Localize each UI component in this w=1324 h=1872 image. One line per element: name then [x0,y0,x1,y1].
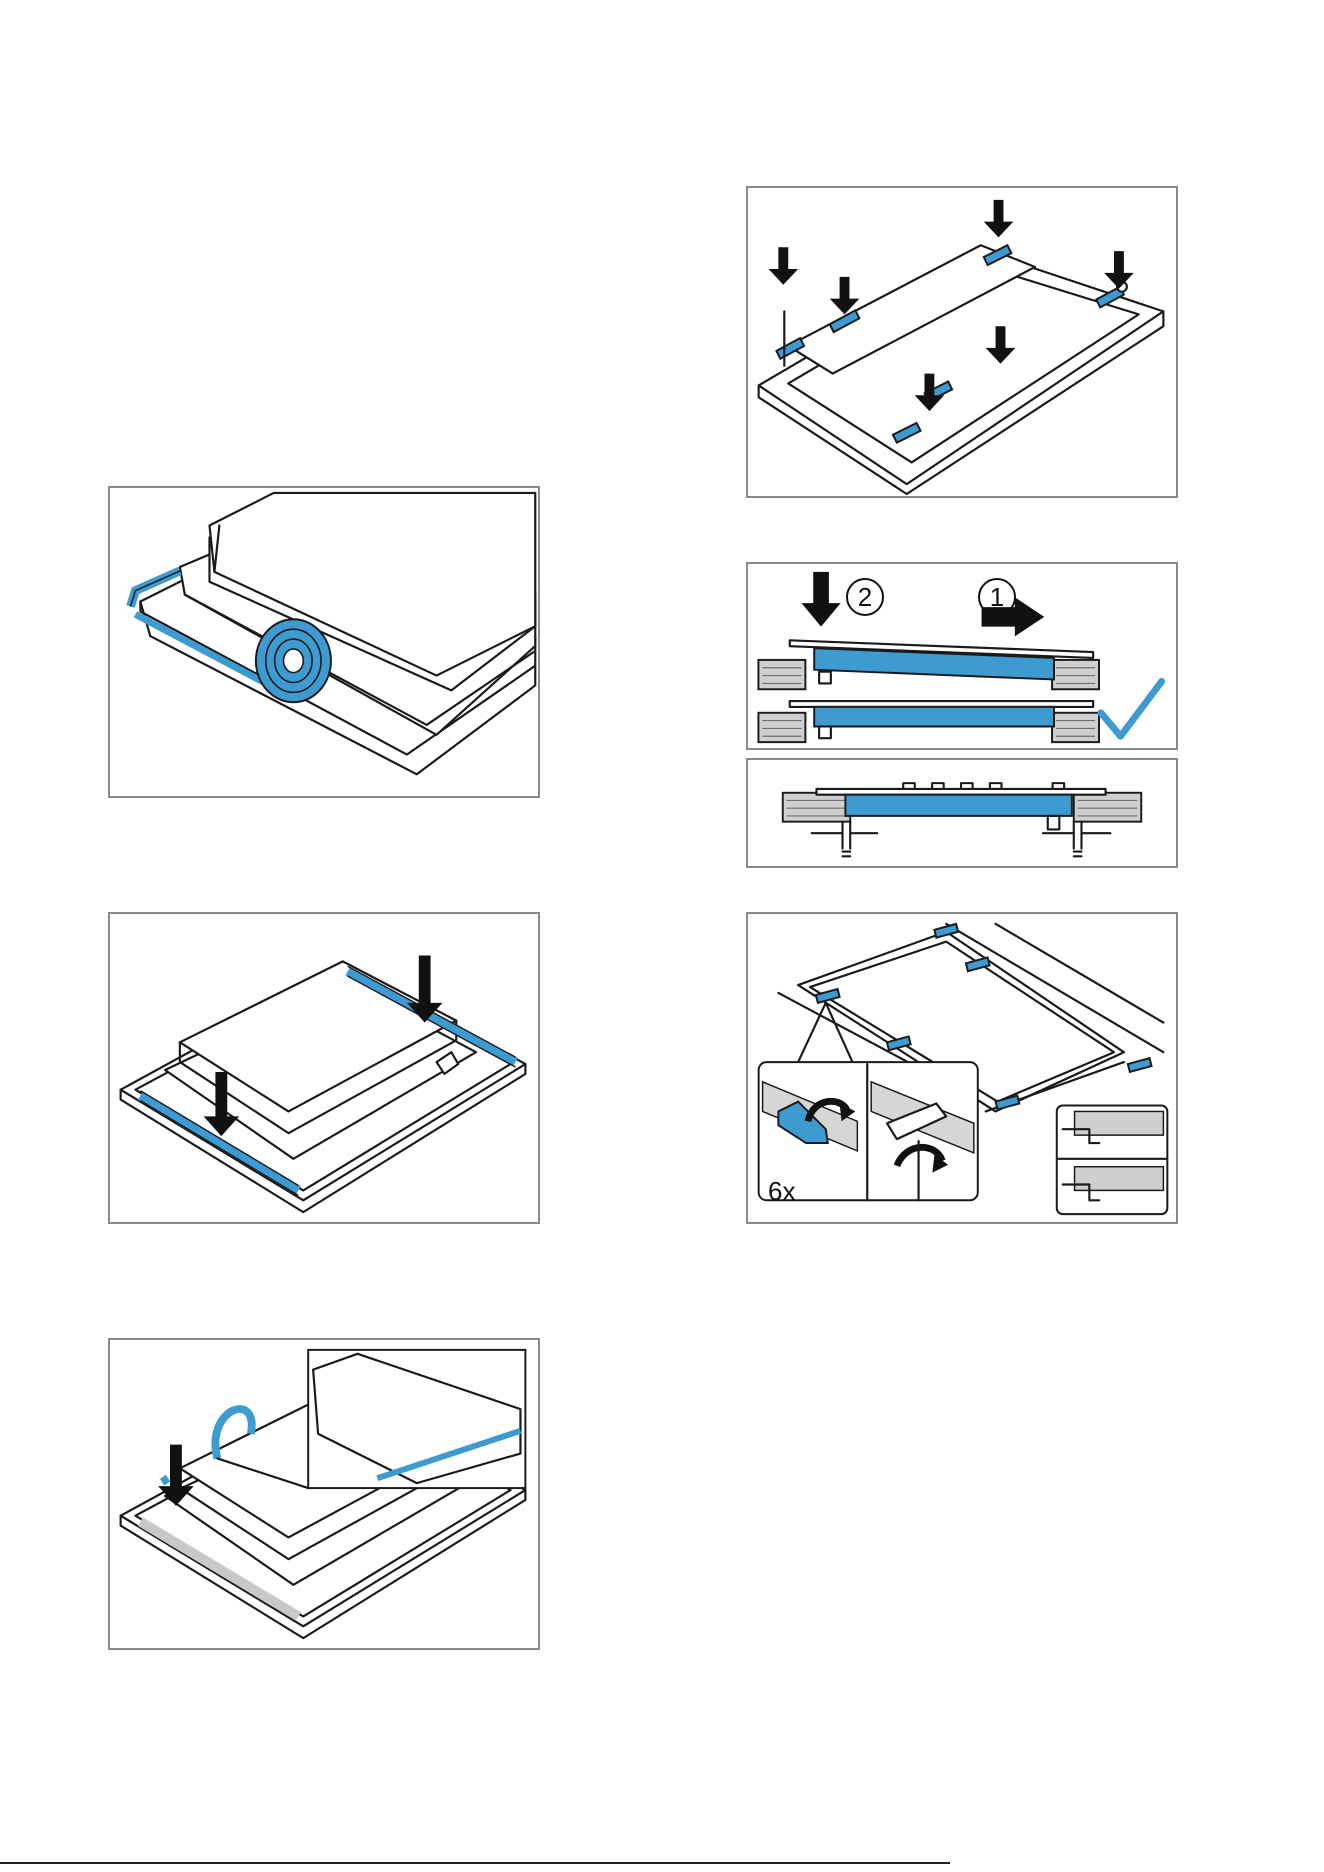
clamps-insert-illustration [748,188,1176,496]
seal-joint-illustration [110,1340,538,1648]
figure-seal-joint [108,1338,540,1650]
checkmark-icon [1101,681,1162,736]
figure-hob-gap [746,758,1178,868]
figure-seal-press [108,912,540,1224]
figure-insert-hob: 2 1 [746,562,1178,750]
down-arrow-icon [801,572,840,627]
figure-clamps-insert [746,186,1178,498]
seal-roll-illustration [110,488,538,796]
footer-rule [0,1862,950,1864]
hob-gap-illustration [748,760,1176,866]
insert-hob-illustration [748,564,1176,748]
step-number-1: 1 [978,578,1016,616]
seal-press-illustration [110,914,538,1222]
step-number-2: 2 [846,578,884,616]
clamps-turn-illustration [748,914,1176,1222]
seal-tape-roll-icon [256,619,331,702]
figure-clamps-turn: 6x [746,912,1178,1224]
figure-seal-roll [108,486,540,798]
clamp-count-label: 6x [768,1176,795,1207]
